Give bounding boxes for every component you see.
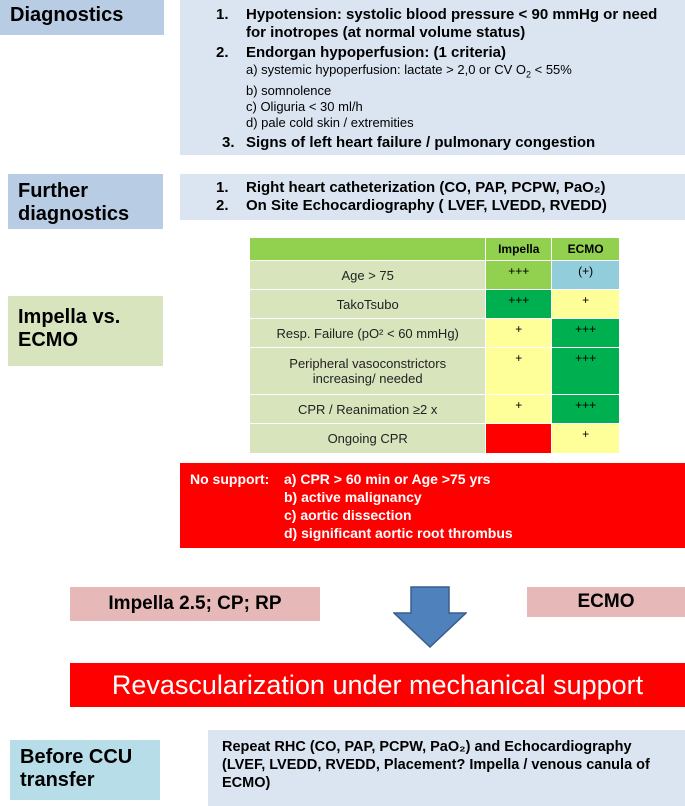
revascularization-banner: Revascularization under mechanical suppo…	[70, 663, 685, 707]
table-cell-impella: +	[485, 347, 553, 395]
further-label: Further diagnostics	[8, 174, 163, 229]
table-row: Resp. Failure (pO² < 60 mmHg) + +++	[248, 318, 620, 348]
further-label-text: Further diagnostics	[18, 180, 130, 225]
diagnostics-item-3: 3. Signs of left heart failure / pulmona…	[222, 133, 596, 151]
diagnostics-label: Diagnostics	[0, 0, 164, 35]
comparison-table: Impella ECMO Age > 75 +++ (+) TakoTsubo …	[248, 237, 620, 454]
before-ccu-label: Before CCU transfer	[10, 740, 160, 800]
table-cell-criterion: CPR / Reanimation ≥2 x	[248, 394, 487, 424]
no-support-item: b) active malignancy	[284, 489, 422, 505]
table-cell-criterion: TakoTsubo	[248, 289, 487, 319]
table-row: Ongoing CPR - +	[248, 423, 620, 454]
before-ccu-text: Repeat RHC (CO, PAP, PCPW, PaO₂) and Ech…	[222, 739, 650, 791]
table-header-row: Impella ECMO	[248, 237, 620, 261]
down-arrow-icon	[393, 586, 467, 648]
table-cell-impella: +	[485, 394, 553, 424]
no-support-item: d) significant aortic root thrombus	[284, 525, 513, 541]
table-cell-impella: +++	[485, 260, 553, 290]
table-header-criterion	[248, 237, 487, 261]
table-row: Peripheral vasoconstrictors increasing/ …	[248, 347, 620, 395]
table-cell-criterion: Peripheral vasoconstrictors increasing/ …	[248, 347, 487, 395]
table-row: Age > 75 +++ (+)	[248, 260, 620, 290]
impella-option-text: Impella 2.5; CP; RP	[108, 593, 282, 614]
no-support-item: c) aortic dissection	[284, 507, 412, 523]
diagnostics-panel: 1. Hypotension: systolic blood pressure …	[180, 0, 685, 155]
no-support-panel: No support: a) CPR > 60 min or Age >75 y…	[180, 463, 685, 548]
before-ccu-panel: Repeat RHC (CO, PAP, PCPW, PaO₂) and Ech…	[208, 730, 685, 806]
table-cell-ecmo: +++	[551, 318, 620, 348]
impella-option-box: Impella 2.5; CP; RP	[70, 587, 320, 621]
table-cell-ecmo: +++	[551, 347, 620, 395]
further-item-1: 1. Right heart catheterization (CO, PAP,…	[216, 179, 606, 196]
table-cell-impella: +++	[485, 289, 553, 319]
further-item-2: 2. On Site Echocardiography ( LVEF, LVED…	[216, 197, 607, 214]
no-support-list: a) CPR > 60 min or Age >75 yrs b) active…	[284, 470, 513, 542]
table-cell-criterion: Age > 75	[248, 260, 487, 290]
diagnostics-item-2: 2. Endorgan hypoperfusion: (1 criteria)	[216, 44, 507, 61]
table-row: CPR / Reanimation ≥2 x + +++	[248, 394, 620, 424]
table-header-impella: Impella	[485, 237, 553, 261]
diagnostics-item-1: 1. Hypotension: systolic blood pressure …	[216, 6, 658, 41]
diagnostics-subitem-a: a) systemic hypoperfusion: lactate > 2,0…	[246, 62, 572, 80]
diagnostics-subitem-b: b) somnolence	[246, 82, 332, 98]
revascularization-text: Revascularization under mechanical suppo…	[111, 670, 644, 700]
ecmo-option-text: ECMO	[577, 591, 635, 612]
no-support-label: No support:	[190, 471, 270, 487]
table-header-ecmo: ECMO	[551, 237, 620, 261]
diagnostics-subitems: a) systemic hypoperfusion: lactate > 2,0…	[216, 62, 677, 131]
table-cell-ecmo: +	[551, 423, 620, 454]
table-cell-criterion: Ongoing CPR	[248, 423, 487, 454]
table-cell-ecmo: (+)	[551, 260, 620, 290]
diagnostics-label-text: Diagnostics	[10, 4, 124, 26]
table-cell-criterion: Resp. Failure (pO² < 60 mmHg)	[248, 318, 487, 348]
table-cell-impella: -	[485, 423, 553, 454]
no-support-item: a) CPR > 60 min or Age >75 yrs	[284, 471, 491, 487]
table-cell-impella: +	[485, 318, 553, 348]
table-cell-ecmo: +++	[551, 394, 620, 424]
ecmo-option-box: ECMO	[527, 587, 685, 617]
diagnostics-subitem-c: c) Oliguria < 30 ml/h	[246, 98, 363, 114]
impella-vs-ecmo-label-text: Impella vs. ECMO	[18, 306, 121, 351]
further-panel: 1. Right heart catheterization (CO, PAP,…	[180, 174, 685, 220]
before-ccu-label-text: Before CCU transfer	[20, 746, 133, 791]
table-row: TakoTsubo +++ +	[248, 289, 620, 319]
diagnostics-subitem-d: d) pale cold skin / extremities	[246, 114, 414, 130]
impella-vs-ecmo-label: Impella vs. ECMO	[8, 296, 163, 366]
table-cell-ecmo: +	[551, 289, 620, 319]
